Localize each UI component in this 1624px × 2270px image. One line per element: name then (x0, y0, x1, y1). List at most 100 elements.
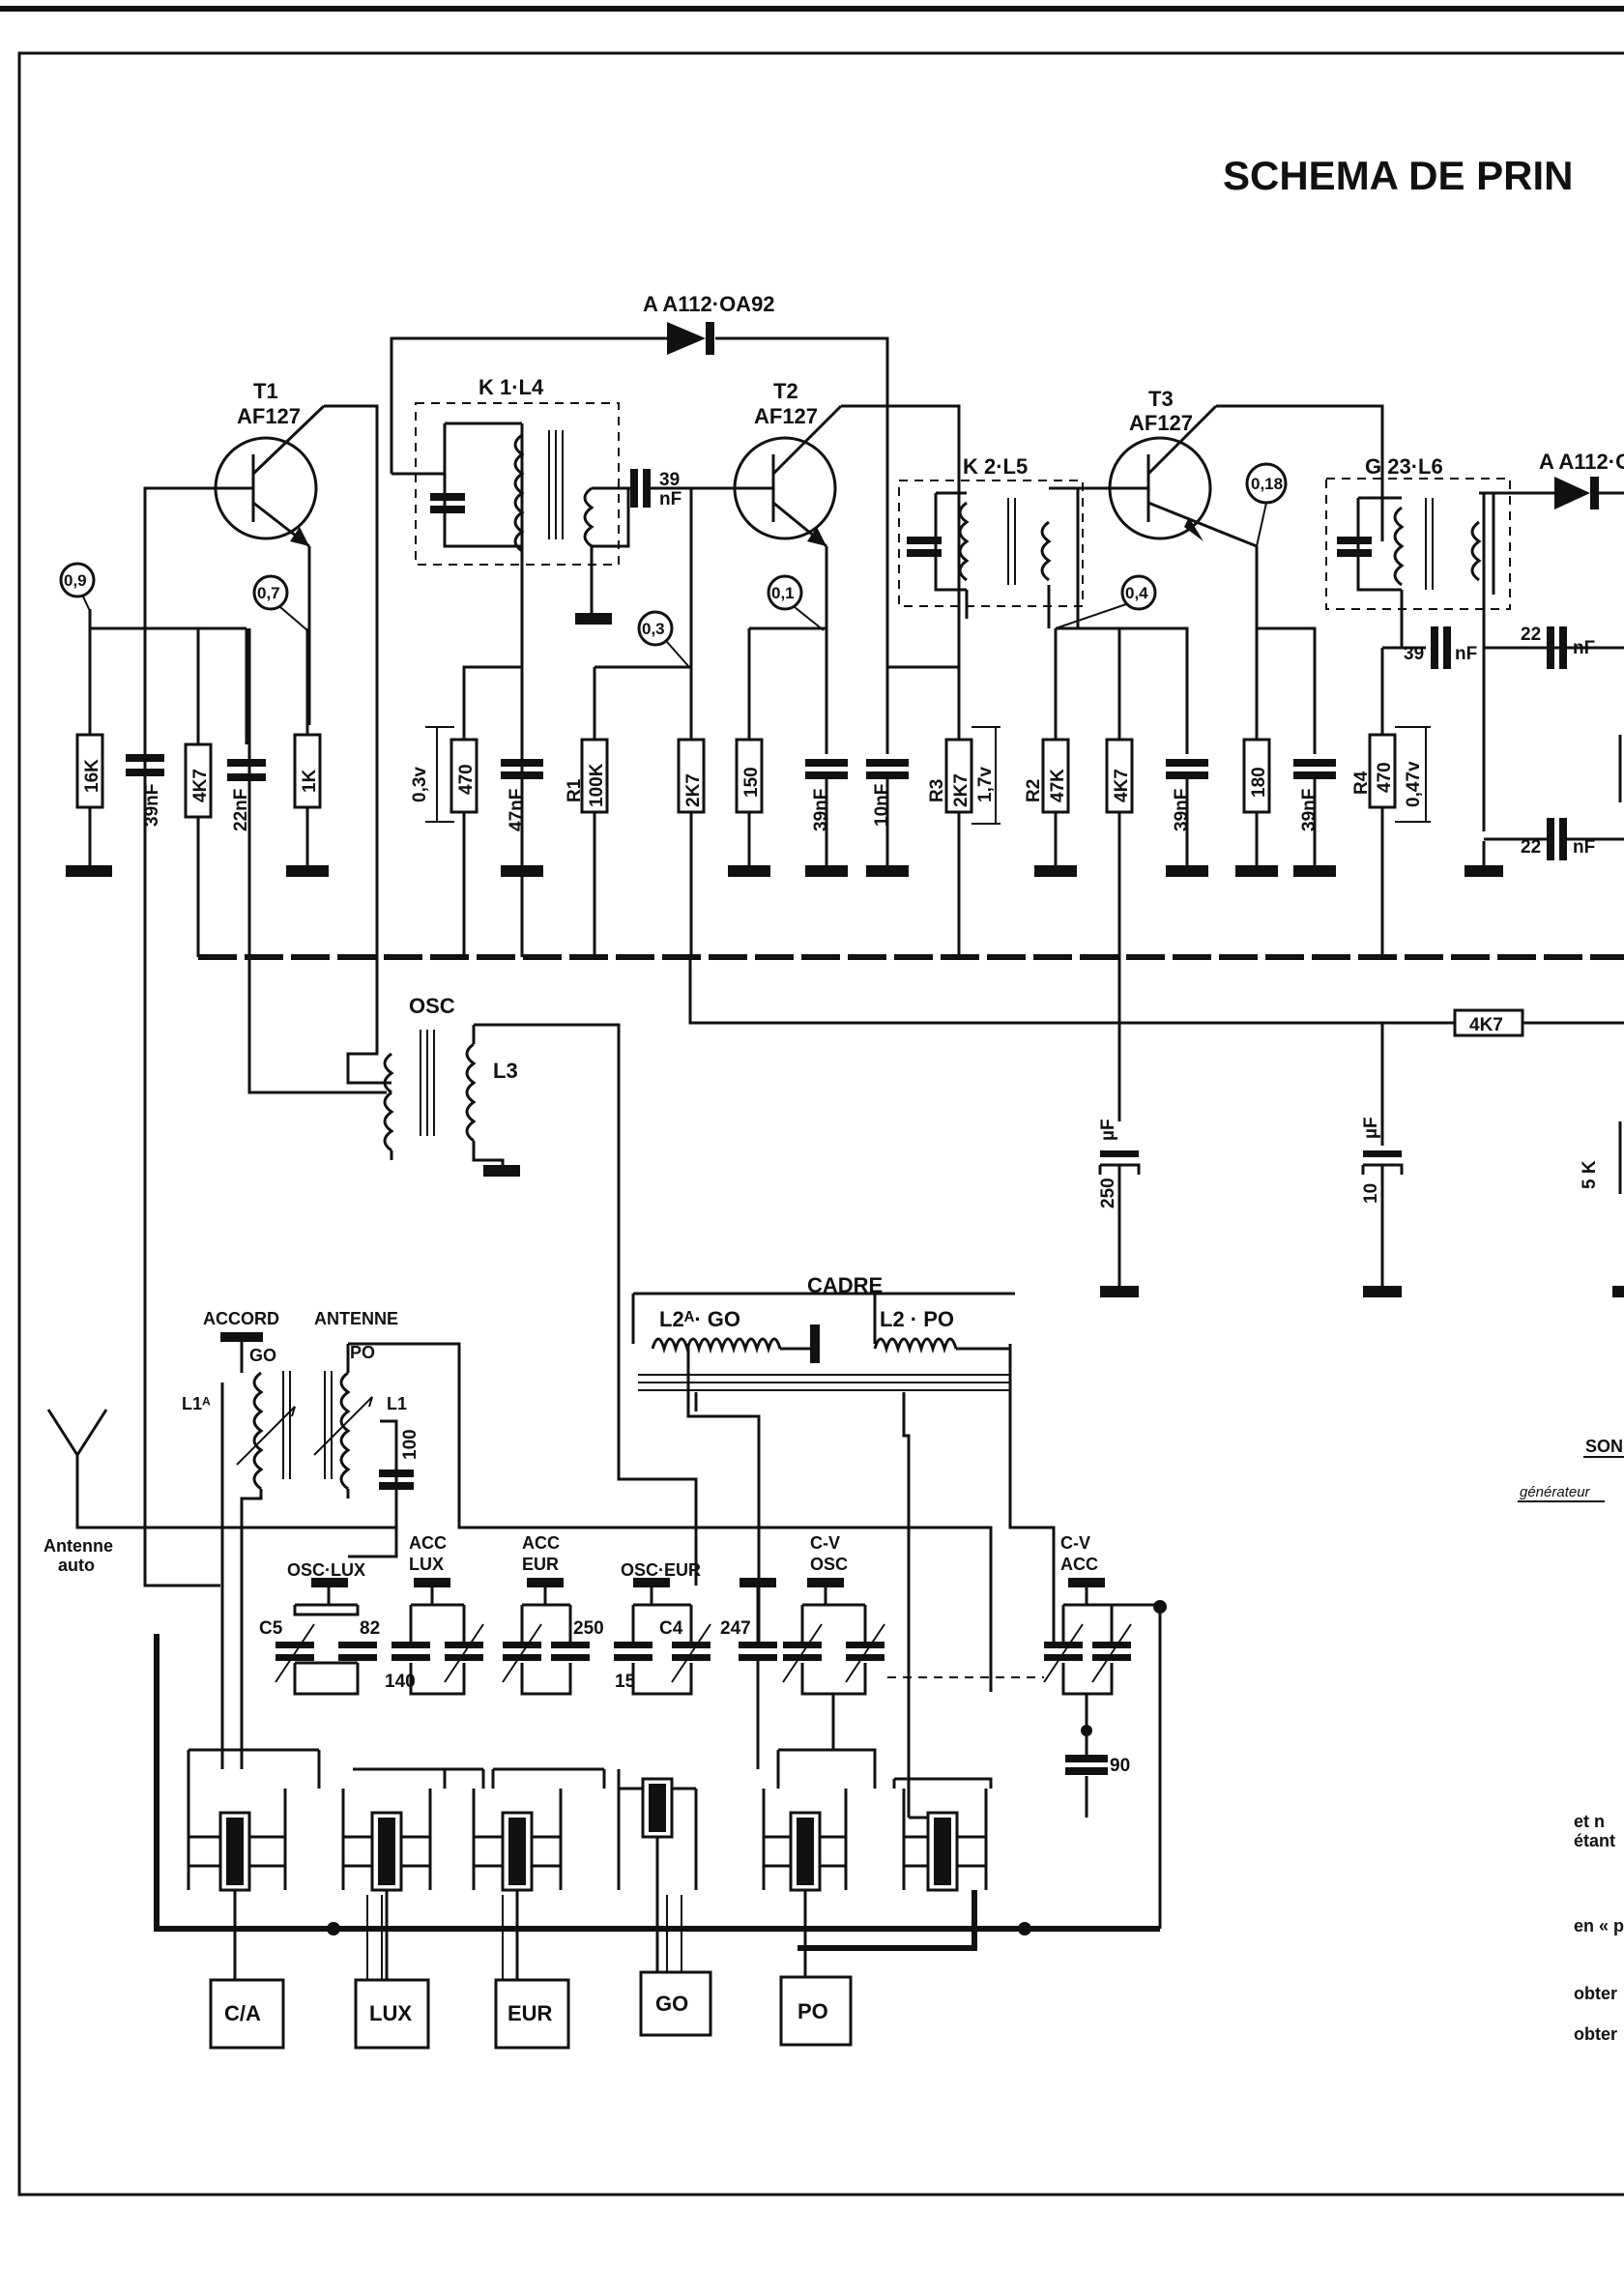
svg-text:39nF: 39nF (142, 784, 162, 827)
resistor-150 (735, 738, 764, 814)
svg-text:4K7: 4K7 (1469, 1015, 1503, 1035)
svg-text:OSC·LUX: OSC·LUX (287, 1560, 365, 1580)
svg-text:0,3: 0,3 (642, 620, 665, 638)
transistor-t2: T2 AF127 (733, 379, 843, 548)
svg-text:10nF: 10nF (872, 784, 892, 827)
agc-line (688, 957, 1624, 1025)
svg-text:C-V: C-V (810, 1533, 840, 1553)
svg-text:0,7: 0,7 (257, 584, 280, 602)
svg-text:4K7: 4K7 (190, 769, 211, 802)
svg-text:et n: et n (1574, 1812, 1605, 1831)
svg-text:247: 247 (720, 1618, 751, 1639)
svg-text:PO: PO (798, 1999, 828, 2023)
svg-text:1,7v: 1,7v (975, 767, 996, 802)
band-button-po[interactable] (779, 1975, 853, 2047)
svg-text:G 23·L6: G 23·L6 (1365, 454, 1443, 479)
svg-text:SON: SON (1585, 1437, 1623, 1456)
svg-text:22nF: 22nF (231, 789, 251, 831)
band-button-ca[interactable] (209, 1978, 285, 2050)
band-button-lux[interactable] (354, 1978, 430, 2050)
svg-text:L1ᴬ: L1ᴬ (182, 1394, 211, 1413)
svg-text:100: 100 (400, 1429, 420, 1460)
transistor-t3: T3 AF127 (1078, 387, 1258, 548)
svg-text:L2 · PO: L2 · PO (880, 1307, 954, 1331)
svg-text:2K7: 2K7 (951, 773, 972, 807)
svg-text:4K7: 4K7 (1112, 769, 1132, 802)
svg-text:A A112·OA92: A A112·OA92 (643, 292, 775, 316)
svg-text:R3: R3 (927, 779, 947, 802)
svg-text:ACCORD: ACCORD (203, 1309, 279, 1328)
test-point-0-3 (637, 610, 674, 647)
trimmer-bank: OSC·LUX ACC LUX ACC EUR OSC·EUR C-V OSC … (259, 1533, 1167, 1929)
diode-aa112-2 (1554, 477, 1590, 509)
resistor-4k7-agc (1453, 1008, 1524, 1037)
svg-text:82: 82 (360, 1618, 380, 1639)
svg-text:180: 180 (1249, 767, 1269, 798)
svg-text:générateur: générateur (1520, 1484, 1591, 1500)
svg-text:µF: µF (1098, 1119, 1118, 1141)
resistor-180 (1242, 738, 1271, 814)
svg-text:OSC: OSC (810, 1555, 848, 1574)
svg-text:A A112·OA: A A112·OA (1539, 450, 1624, 474)
svg-text:GO: GO (655, 1992, 688, 2016)
svg-text:2K7: 2K7 (683, 773, 704, 807)
svg-text:K 2·L5: K 2·L5 (963, 454, 1028, 479)
svg-text:LUX: LUX (369, 2001, 412, 2025)
resistor-2k7-t2 (677, 738, 706, 814)
osc-label: OSC (409, 994, 455, 1018)
svg-text:K 1·L4: K 1·L4 (478, 375, 544, 399)
page-title: SCHEMA DE PRIN (1223, 153, 1573, 198)
svg-text:AF127: AF127 (1129, 411, 1193, 435)
svg-text:0,18: 0,18 (1251, 475, 1283, 493)
svg-text:47K: 47K (1048, 769, 1068, 802)
svg-text:L1: L1 (387, 1394, 407, 1413)
svg-text:T1: T1 (253, 379, 278, 403)
svg-text:150: 150 (741, 767, 762, 798)
svg-text:R4: R4 (1351, 771, 1372, 795)
svg-text:0,47v: 0,47v (1404, 761, 1424, 807)
svg-text:5 K: 5 K (1580, 1160, 1600, 1189)
svg-text:AF127: AF127 (754, 404, 818, 428)
transformer-k1-l4 (415, 402, 620, 566)
svg-text:OSC·EUR: OSC·EUR (621, 1560, 701, 1580)
svg-text:39nF: 39nF (811, 789, 831, 831)
svg-text:16K: 16K (82, 759, 102, 793)
svg-text:L2ᴬ· GO: L2ᴬ· GO (659, 1307, 740, 1331)
svg-text:22: 22 (1521, 625, 1541, 645)
band-button-eur[interactable] (494, 1978, 570, 2050)
svg-text:nF: nF (1573, 837, 1595, 858)
resistor-470-t1 (450, 738, 478, 814)
svg-text:R1: R1 (565, 778, 585, 802)
resistor-470-r4 (1368, 733, 1397, 809)
svg-text:90: 90 (1110, 1756, 1130, 1776)
svg-text:T3: T3 (1148, 387, 1174, 411)
svg-text:étant: étant (1574, 1831, 1615, 1850)
band-button-go[interactable] (639, 1970, 712, 2037)
svg-text:nF: nF (1455, 644, 1477, 664)
svg-text:R2: R2 (1024, 779, 1044, 802)
svg-text:140: 140 (385, 1672, 416, 1692)
antenna-icon (46, 1409, 396, 1529)
svg-text:39nF: 39nF (1299, 789, 1320, 831)
svg-text:15: 15 (615, 1672, 636, 1692)
resistor-100k (580, 738, 609, 814)
svg-text:470: 470 (456, 764, 477, 795)
svg-text:auto: auto (58, 1556, 95, 1575)
svg-text:10: 10 (1361, 1183, 1381, 1204)
svg-text:L3: L3 (493, 1059, 518, 1083)
svg-text:nF: nF (1573, 638, 1595, 658)
svg-text:EUR: EUR (522, 1555, 559, 1574)
transformer-g23-l6 (1325, 478, 1511, 610)
svg-text:22: 22 (1521, 837, 1541, 858)
svg-text:AF127: AF127 (237, 404, 301, 428)
svg-text:GO: GO (249, 1346, 276, 1365)
test-point-0-7 (252, 574, 289, 611)
resistor-47k (1041, 738, 1070, 814)
svg-text:ANTENNE: ANTENNE (314, 1309, 398, 1328)
svg-text:39: 39 (659, 470, 680, 490)
test-point-0-9 (59, 562, 96, 598)
svg-text:en « p: en « p (1574, 1916, 1624, 1935)
svg-text:Antenne: Antenne (44, 1536, 113, 1556)
svg-text:ACC: ACC (1060, 1555, 1098, 1574)
